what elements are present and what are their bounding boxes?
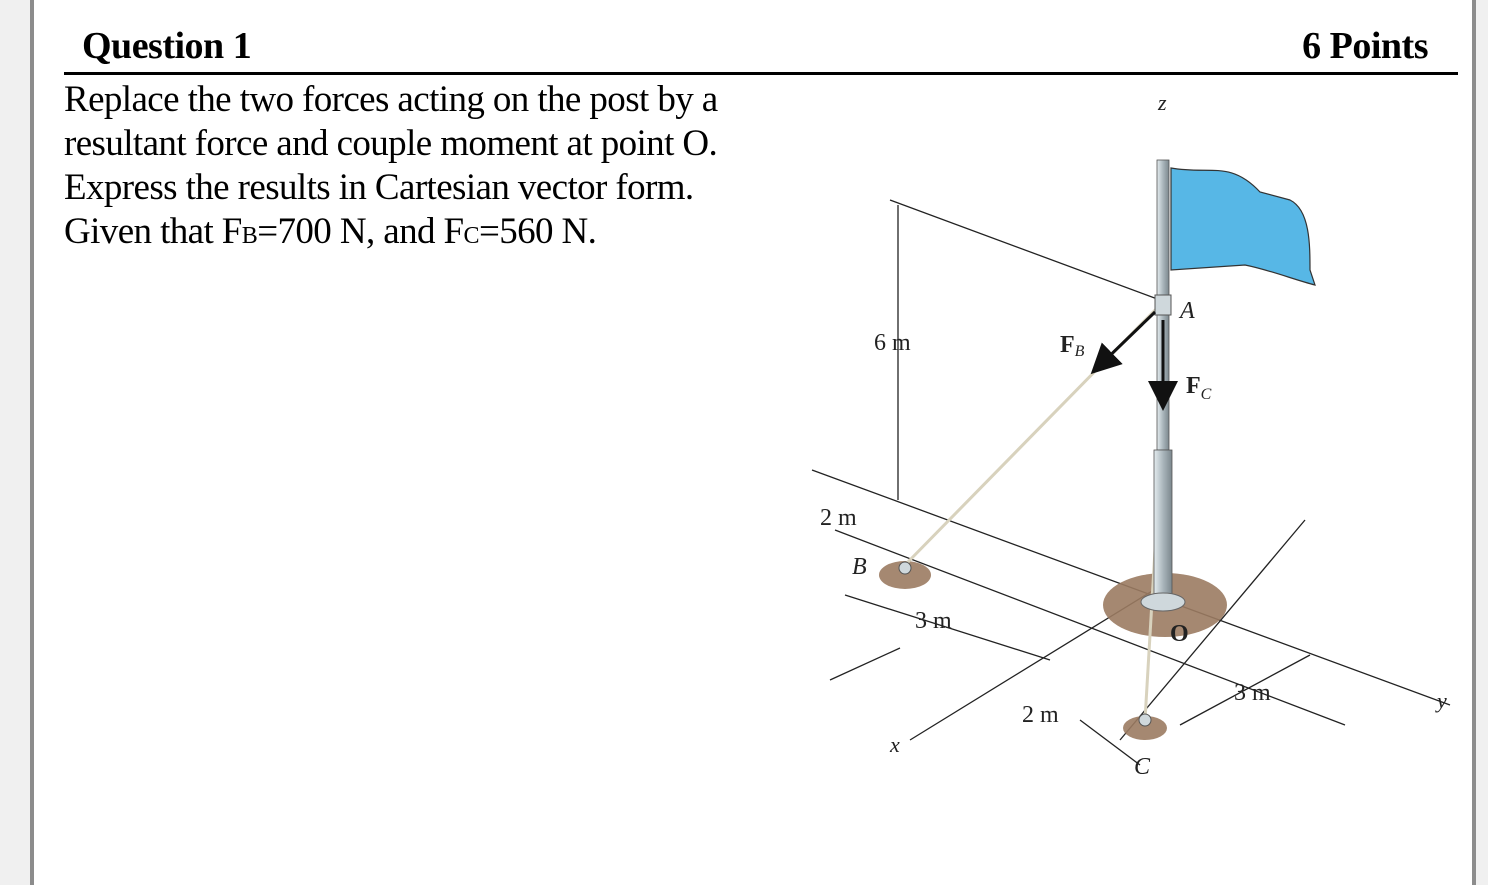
label-o: O xyxy=(1170,621,1189,647)
question-line-given: Given that FB=700 N, and FC=560 N. xyxy=(64,210,784,258)
question-title: Question 1 xyxy=(82,25,252,67)
flag xyxy=(1170,167,1316,286)
question-line-1: Replace the two forces acting on the pos… xyxy=(64,79,718,120)
label-a: A xyxy=(1178,298,1195,324)
collar-a xyxy=(1154,294,1172,316)
question-frame xyxy=(30,0,1476,885)
question-points: 6 Points xyxy=(1302,25,1428,67)
ground-c xyxy=(1123,716,1167,740)
label-fb: FB xyxy=(1060,332,1085,360)
label-c: C xyxy=(1134,754,1151,780)
anchor-c xyxy=(1138,713,1152,727)
given-prefix: Given that F xyxy=(64,211,242,252)
question-body: Replace the two forces acting on the pos… xyxy=(64,78,784,258)
label-fb-sub: B xyxy=(1075,343,1085,360)
label-3m-left: 3 m xyxy=(915,608,952,634)
label-fc-main: F xyxy=(1186,373,1201,399)
label-y: y xyxy=(1435,688,1447,713)
ground-b xyxy=(879,561,931,589)
label-6m: 6 m xyxy=(874,330,911,356)
label-3m-right: 3 m xyxy=(1234,680,1271,706)
label-fb-main: F xyxy=(1060,332,1075,358)
label-x: x xyxy=(889,732,900,757)
label-2m-left: 2 m xyxy=(820,505,857,531)
label-fc: FC xyxy=(1186,373,1212,403)
force-arrow-fb xyxy=(1090,310,1157,375)
fb-value: =700 N, and F xyxy=(257,211,464,252)
anchor-b xyxy=(898,561,912,575)
pole-lower xyxy=(1153,449,1173,601)
label-z: z xyxy=(1157,90,1167,115)
label-fc-sub: C xyxy=(1201,386,1212,403)
label-2m-bottom: 2 m xyxy=(1022,702,1059,728)
fb-subscript: B xyxy=(241,223,258,249)
axis-lines xyxy=(811,199,1451,766)
label-b: B xyxy=(852,554,867,580)
pole-base xyxy=(1140,592,1186,612)
fc-value: =560 N. xyxy=(478,211,597,252)
header-divider xyxy=(64,72,1458,75)
fc-subscript: C xyxy=(463,223,480,249)
question-line-3: Express the results in Cartesian vector … xyxy=(64,167,694,208)
question-line-2: resultant force and couple moment at poi… xyxy=(64,123,718,164)
flagpole-diagram: z A FB FC 6 m 2 m B 3 m O 2 m C 3 m x y xyxy=(811,90,1451,780)
